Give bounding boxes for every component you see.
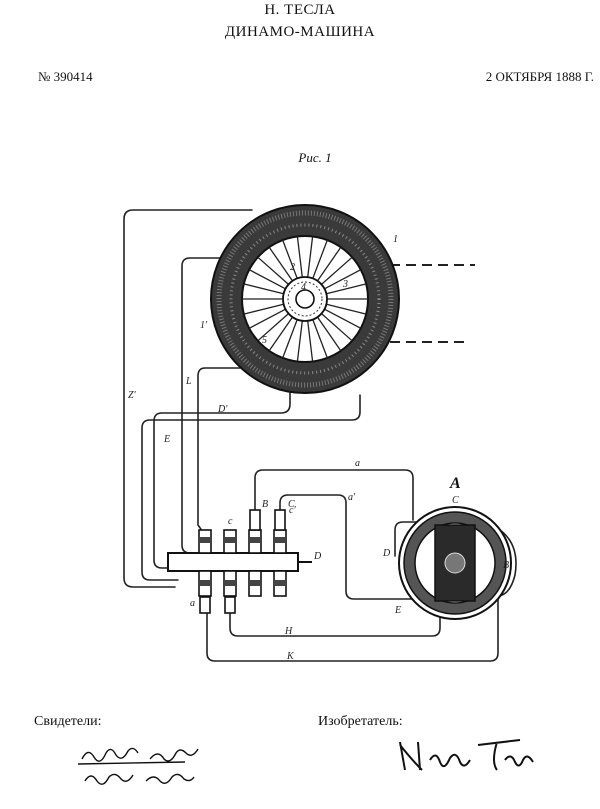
- armature-spoke: [257, 313, 289, 342]
- armature-spoke: [312, 239, 328, 279]
- label-wire-e: E: [163, 434, 170, 445]
- label-motor-e: E: [394, 605, 401, 616]
- armature-spoke: [326, 303, 367, 315]
- label-ring-outer: 1: [393, 234, 398, 245]
- label-bottom-k: K: [286, 651, 295, 662]
- inventor-label: Изобретатель:: [318, 714, 403, 729]
- armature-spoke: [296, 320, 303, 362]
- armature-spoke: [316, 246, 342, 282]
- label-motor-b: B: [503, 560, 509, 571]
- label-ring-left-small: 1': [200, 320, 208, 331]
- armature-spoke: [316, 316, 342, 352]
- figure-caption: Рис. 1: [298, 150, 332, 165]
- motor-a: [398, 506, 512, 620]
- armature-spoke: [296, 236, 303, 278]
- patent-number: № 390414: [38, 69, 93, 84]
- armature-spoke: [326, 283, 367, 295]
- label-comm-a: a: [190, 598, 195, 609]
- armature-spoke: [248, 269, 286, 290]
- label-wire-c-top: C: [288, 499, 295, 510]
- armature-spoke: [282, 319, 298, 359]
- armature-spoke: [307, 320, 314, 362]
- label-motor-c: C: [452, 495, 459, 506]
- armature-spoke: [268, 246, 294, 282]
- armature-spoke: [324, 269, 362, 290]
- armature-spoke: [312, 319, 328, 359]
- armature-spoke: [257, 256, 289, 285]
- label-ring-center: 4: [301, 282, 306, 293]
- label-wire-z: Z': [128, 390, 137, 401]
- label-wire-a2: a': [348, 492, 356, 503]
- label-motor-d: D: [382, 548, 391, 559]
- label-wire-d: D': [217, 404, 228, 415]
- label-motor: A: [449, 475, 461, 492]
- armature-spoke: [243, 283, 284, 295]
- commutator-shaft: [167, 509, 312, 614]
- label-comm-c: c': [289, 505, 296, 516]
- label-ring-winding-top: 3: [342, 279, 348, 290]
- armature-spoke: [321, 256, 353, 285]
- patent-date: 2 ОКТЯБРЯ 1888 Г.: [485, 69, 594, 84]
- author-name: Н. ТЕСЛА: [264, 2, 336, 18]
- armature-spoke: [321, 313, 353, 342]
- label-ring-winding-left: 2: [290, 262, 295, 273]
- armature-spoke: [324, 308, 362, 329]
- label-ring-winding-bottom: 5: [262, 335, 267, 346]
- witness-signatures: [77, 747, 199, 785]
- witnesses-label: Свидетели:: [34, 714, 102, 729]
- armature-spoke: [243, 303, 284, 315]
- armature-spoke: [282, 239, 298, 279]
- label-shaft: D: [313, 551, 322, 562]
- label-wire-c-left: c: [228, 516, 233, 527]
- armature-ring: [210, 204, 400, 394]
- label-wire-l: L: [185, 376, 192, 387]
- armature-spoke: [268, 316, 294, 352]
- armature-spoke: [307, 236, 314, 278]
- armature-spoke: [248, 308, 286, 329]
- label-wire-a: a: [355, 458, 360, 469]
- label-bottom-h: H: [284, 626, 293, 637]
- inventor-signature: [399, 739, 534, 771]
- dashed-leads: [390, 264, 475, 343]
- patent-title: ДИНАМО-МАШИНА: [224, 24, 376, 40]
- label-wire-b: B: [262, 499, 268, 510]
